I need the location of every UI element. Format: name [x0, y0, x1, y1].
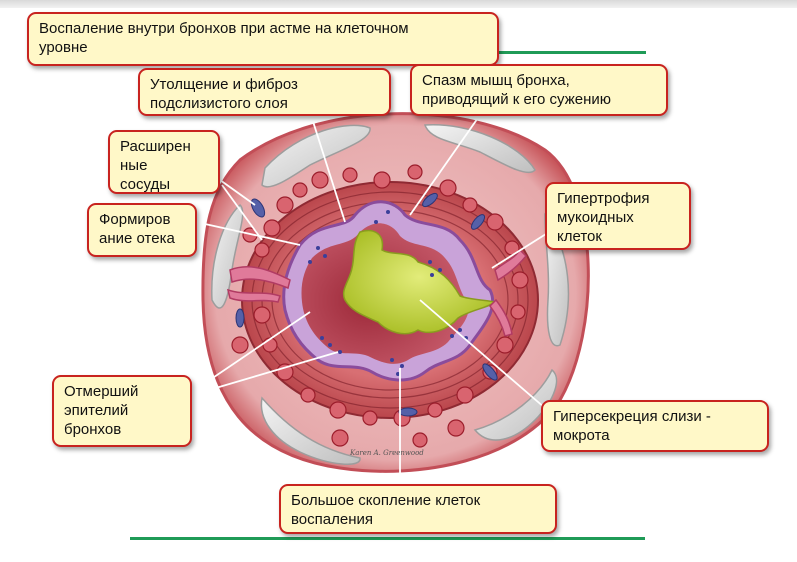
accent-line-top — [498, 51, 646, 54]
blood-vessels — [235, 192, 498, 417]
inflammatory-cell-dots — [308, 210, 468, 376]
callout-edema: Формиров ание отека — [87, 203, 197, 257]
callout-bronchial-spasm: Спазм мышц бронха, приводящий к его суже… — [410, 64, 668, 116]
callout-dead-epithelium: Отмерший эпителий бронхов — [52, 375, 192, 447]
callout-title: Воспаление внутри бронхов при астме на к… — [27, 12, 499, 66]
mucus-plug — [342, 229, 497, 335]
callout-thickening-fibrosis: Утолщение и фиброз подслизистого слоя — [138, 68, 391, 116]
mucoid-glands — [226, 248, 528, 337]
callout-mucus-hypersecretion: Гиперсекреция слизи - мокрота — [541, 400, 769, 452]
callout-inflammatory-cells: Большое скопление клеток воспаления — [279, 484, 557, 534]
top-bar — [0, 0, 797, 8]
callout-mucoid-hypertrophy: Гипертрофия мукоидных клеток — [545, 182, 691, 250]
callout-dilated-vessels: Расширен ные сосуды — [108, 130, 220, 194]
accent-line-bottom — [130, 537, 645, 540]
illustrator-signature: Karen A. Greenwood — [349, 449, 424, 457]
inflammatory-cell-clusters — [231, 164, 529, 448]
